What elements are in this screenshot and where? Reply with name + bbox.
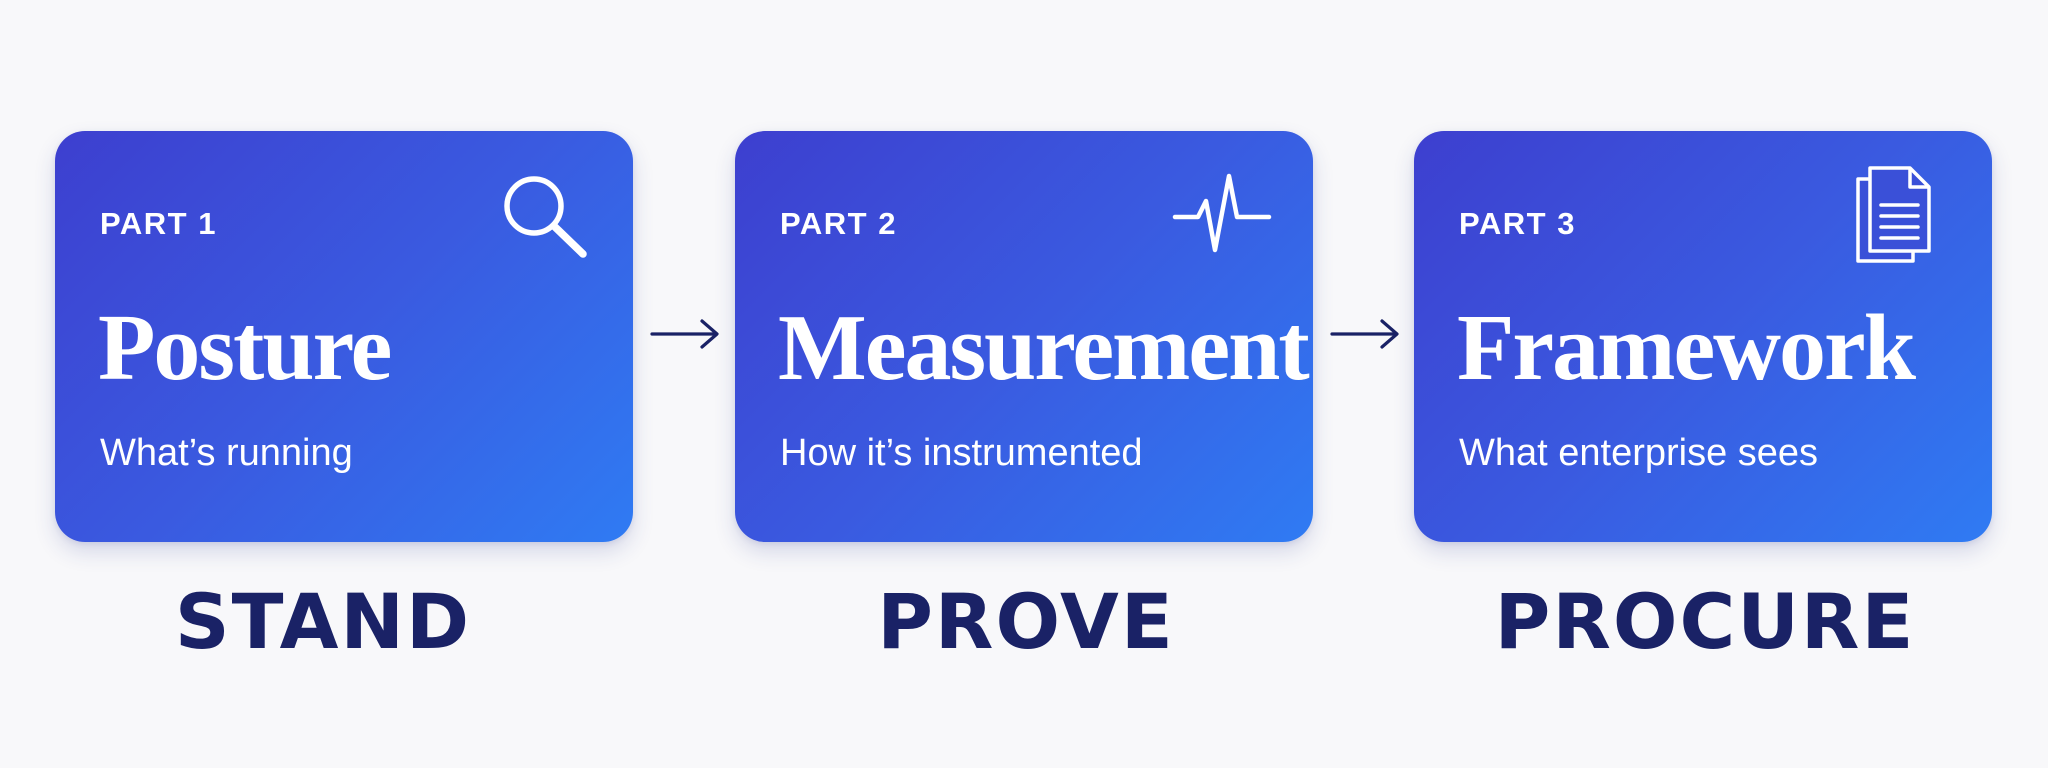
step-card-measurement: PART 2 Measurement How it’s instrumented [735,131,1313,542]
pulse-icon [1172,173,1272,253]
magnifying-glass-icon [504,176,587,258]
arrow-right-icon [1330,319,1399,349]
stage-label-prove: PROVE [877,577,1175,666]
step-card-posture: PART 1 Posture What’s running [55,131,633,542]
part-label: PART 3 [1459,206,1576,241]
step-subtitle: How it’s instrumented [780,432,1143,474]
documents-icon [1856,166,1931,263]
stage-label-procure: PROCURE [1494,577,1916,666]
step-card-framework: PART 3 Framework What enterprise sees [1414,131,1992,542]
part-label: PART 2 [780,206,897,241]
arrow-right-icon [650,319,719,349]
step-subtitle: What’s running [100,432,353,474]
stage-label-stand: STAND [174,577,472,666]
part-label: PART 1 [100,206,217,241]
step-title: Framework [1457,296,1916,400]
step-subtitle: What enterprise sees [1459,432,1819,474]
step-title: Measurement [778,296,1310,400]
step-title: Posture [98,296,392,400]
